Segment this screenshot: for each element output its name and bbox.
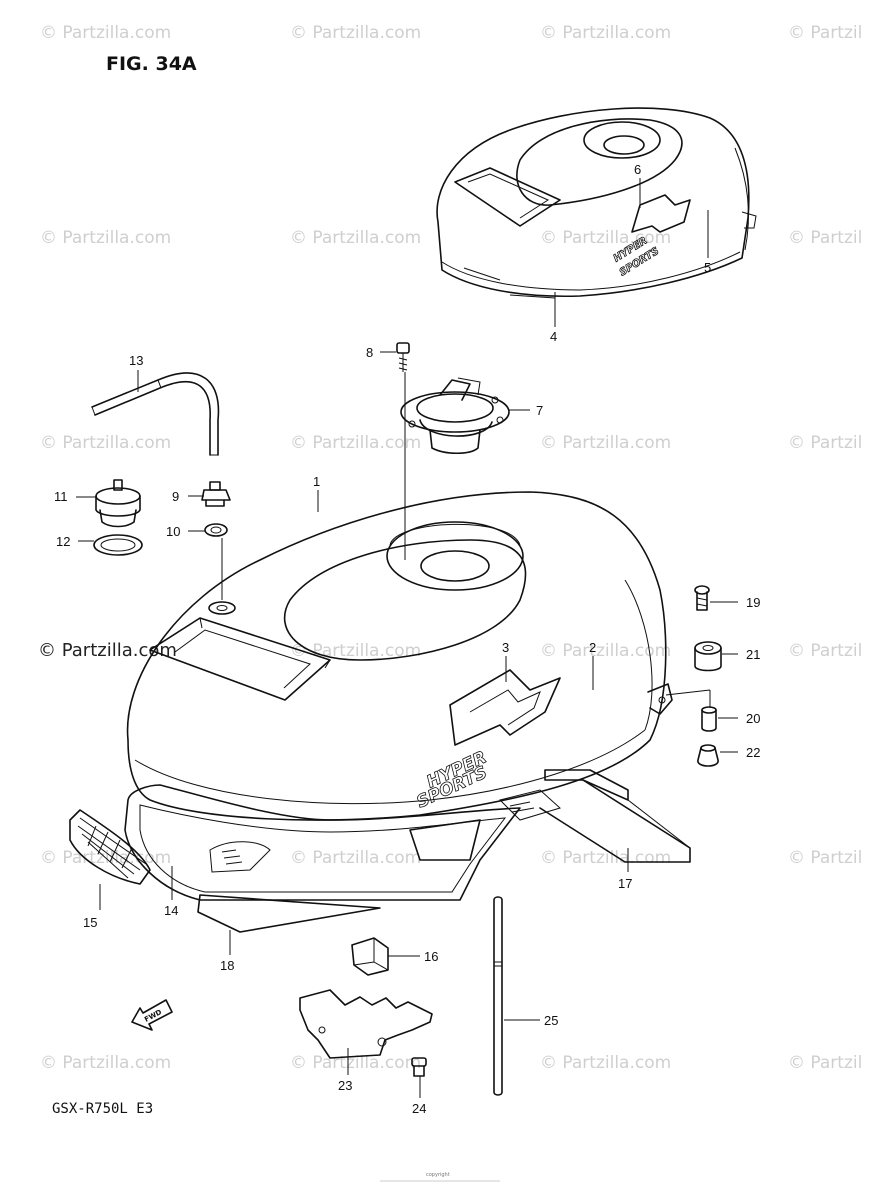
footer-fine-print: copyright (426, 1172, 450, 1178)
part-cushion-21[interactable] (694, 641, 722, 672)
part-rod-25[interactable] (493, 896, 503, 1096)
part-washer-10-hole (210, 526, 222, 534)
model-code: GSX-R750L E3 (52, 1101, 153, 1117)
watermark: © Partzilla.com (540, 641, 671, 661)
watermark: © Partzil (788, 23, 862, 43)
fwd-arrow-icon: FWD (131, 999, 173, 1031)
callout-1: 1 (313, 474, 320, 489)
callout-6: 6 (634, 162, 641, 177)
callout-15: 15 (83, 915, 97, 930)
callout-12: 12 (56, 534, 70, 549)
watermark: © Partzilla.com (38, 640, 177, 661)
callout-11: 11 (54, 489, 68, 504)
watermark: © Partzilla.com (290, 228, 421, 248)
part-hose-13[interactable] (91, 372, 220, 456)
part-bracket-17[interactable] (499, 769, 691, 863)
callout-17: 17 (618, 876, 632, 891)
callout-21: 21 (746, 647, 760, 662)
watermark: © Partzilla.com (40, 23, 171, 43)
callout-8: 8 (366, 345, 373, 360)
part-bolt-19[interactable] (694, 585, 710, 611)
watermark: © Partzil (788, 848, 862, 868)
callout-23: 23 (338, 1078, 352, 1093)
callout-16: 16 (424, 949, 438, 964)
callout-7: 7 (536, 403, 543, 418)
callout-14: 14 (164, 903, 178, 918)
watermark-grid: © Partzilla.com © Partzilla.com © Partzi… (38, 23, 862, 1073)
watermark: © Partzil (788, 228, 862, 248)
watermark: © Partzilla.com (540, 23, 671, 43)
part-plate-23[interactable] (299, 989, 433, 1059)
part-grommet-22[interactable] (697, 744, 719, 767)
callout-3: 3 (502, 640, 509, 655)
callout-24: 24 (412, 1101, 426, 1116)
part-valve-9[interactable] (201, 481, 231, 507)
watermark: © Partzilla.com (290, 848, 421, 868)
callout-20: 20 (746, 711, 760, 726)
part-trim-18[interactable] (197, 894, 381, 933)
part-bolt-24[interactable] (411, 1057, 427, 1077)
callout-22: 22 (746, 745, 760, 760)
watermark: © Partzilla.com (290, 23, 421, 43)
watermark: © Partzilla.com (290, 1053, 421, 1073)
watermark: © Partzil (788, 433, 862, 453)
part-washer-10[interactable] (204, 523, 228, 537)
callout-2: 2 (589, 640, 596, 655)
part-fuel-cap[interactable] (400, 377, 510, 455)
watermark: © Partzilla.com (540, 228, 671, 248)
callout-10: 10 (166, 524, 180, 539)
callout-5: 5 (704, 260, 711, 275)
watermark: © Partzilla.com (290, 433, 421, 453)
watermark: © Partzil (788, 1053, 862, 1073)
watermark: © Partzilla.com (540, 848, 671, 868)
callout-25: 25 (544, 1013, 558, 1028)
figure-title: FIG. 34A (106, 53, 197, 75)
callout-4: 4 (550, 329, 557, 344)
watermark: © Partzilla.com (40, 433, 171, 453)
callouts: 6 5 4 8 7 13 11 12 9 10 1 3 2 19 21 20 2… (54, 162, 760, 1116)
leader-lines (76, 178, 738, 1098)
callout-19: 19 (746, 595, 760, 610)
callout-18: 18 (220, 958, 234, 973)
watermark: © Partzilla.com (40, 1053, 171, 1073)
callout-9: 9 (172, 489, 179, 504)
part-o-ring-12-inner (100, 538, 136, 552)
watermark: © Partzilla.com (40, 228, 171, 248)
part-screw-8[interactable] (396, 342, 410, 372)
watermark: © Partzilla.com (540, 1053, 671, 1073)
part-plug-11[interactable] (95, 479, 141, 528)
part-rubber-15[interactable] (69, 809, 151, 885)
watermark: © Partzil (788, 641, 862, 661)
watermark: © Partzilla.com (540, 433, 671, 453)
callout-13: 13 (129, 353, 143, 368)
part-collar-20[interactable] (701, 706, 717, 732)
part-cushion-16[interactable] (351, 937, 389, 976)
part-tray-14[interactable] (124, 784, 521, 901)
part-o-ring-12[interactable] (93, 534, 143, 556)
